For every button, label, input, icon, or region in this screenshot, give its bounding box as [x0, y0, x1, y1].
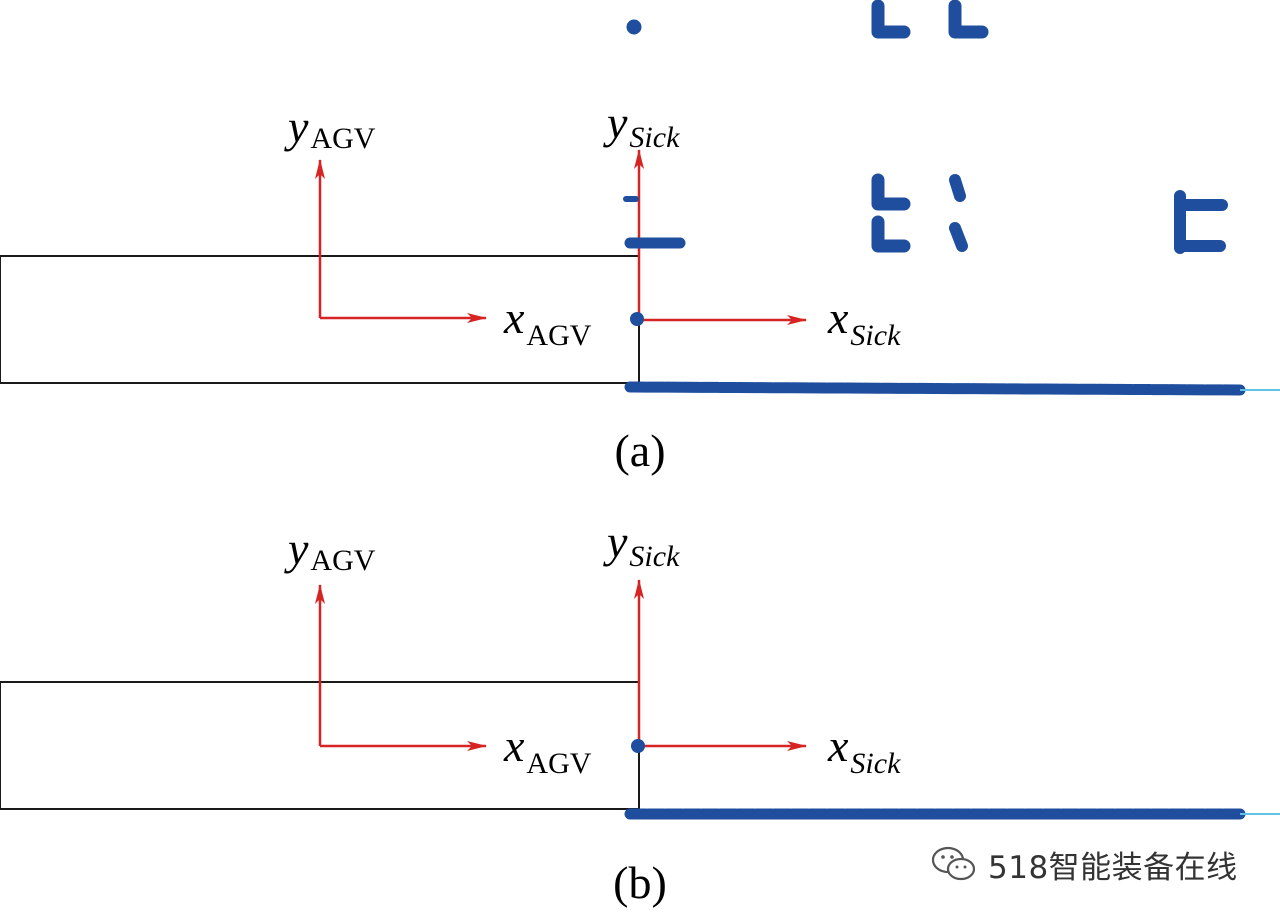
scan-cluster — [871, 0, 911, 39]
scan-point — [626, 19, 642, 35]
scan-cluster — [871, 215, 911, 253]
laser-scan-points-a — [623, 0, 1246, 396]
sick-y-axis-label: ySick — [603, 516, 680, 573]
agv-x-axis-label: xAGV — [503, 292, 592, 352]
sick-y-axis-label: ySick — [603, 97, 680, 154]
watermark-text: 518智能装备在线 — [988, 849, 1238, 886]
panel-b-caption: (b) — [613, 857, 667, 908]
agv-y-axis-label: yAGV — [284, 523, 376, 577]
agv-x-axis-label: xAGV — [503, 720, 592, 780]
scan-cluster — [624, 381, 1246, 396]
scan-cluster — [949, 222, 968, 252]
sick-x-axis-label: xSick — [827, 292, 901, 352]
scan-cluster — [949, 174, 966, 202]
panel-b: yAGV xAGV ySick xSick (b) — [0, 516, 1280, 908]
sick-origin-point — [631, 739, 645, 753]
panel-a: yAGV xAGV ySick xSick (a) — [0, 0, 1280, 476]
sick-x-axis-label: xSick — [827, 720, 901, 780]
scan-cluster — [1174, 190, 1228, 254]
sick-origin-point — [630, 312, 644, 326]
agv-y-axis-label: yAGV — [284, 101, 376, 155]
wechat-icon — [931, 846, 976, 881]
watermark: 518智能装备在线 — [930, 842, 1238, 886]
scan-cluster — [948, 0, 989, 39]
panel-a-caption: (a) — [614, 425, 665, 476]
scan-cluster — [871, 173, 911, 211]
